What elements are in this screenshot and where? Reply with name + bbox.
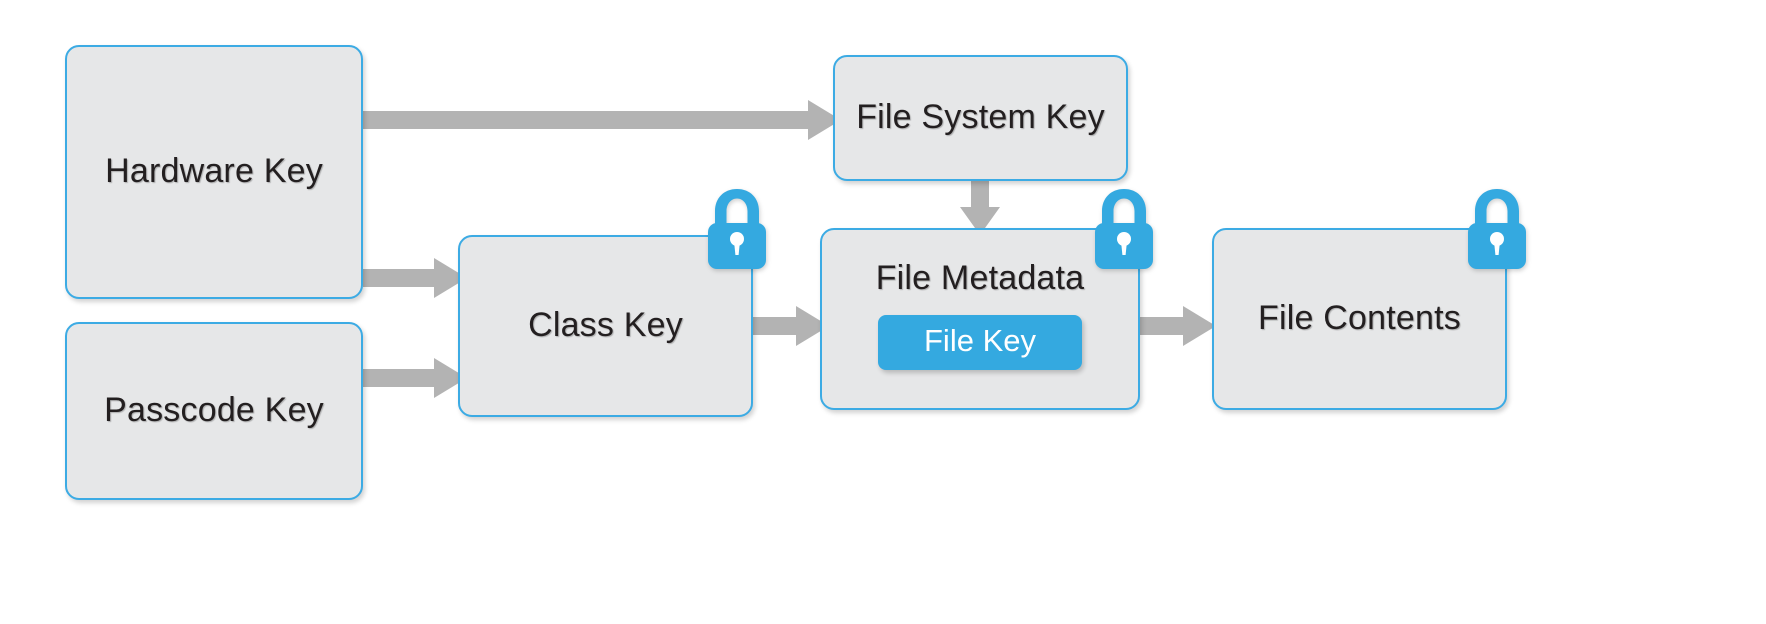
file-key-badge[interactable]: File Key xyxy=(878,315,1082,371)
node-hardware-key-label: Hardware Key xyxy=(105,152,323,191)
arrow-class-key-to-file-metadata xyxy=(753,306,829,346)
node-passcode-key[interactable]: Passcode Key xyxy=(65,322,363,500)
node-file-system-key[interactable]: File System Key xyxy=(833,55,1128,181)
node-file-contents[interactable]: File Contents xyxy=(1212,228,1507,410)
node-file-contents-label: File Contents xyxy=(1258,299,1461,338)
node-passcode-key-label: Passcode Key xyxy=(104,391,324,430)
lock-icon xyxy=(706,187,768,271)
node-class-key[interactable]: Class Key xyxy=(458,235,753,417)
node-class-key-label: Class Key xyxy=(528,306,683,345)
arrow-file-system-key-to-file-metadata xyxy=(960,181,1000,235)
lock-icon xyxy=(1093,187,1155,271)
lock-icon xyxy=(1466,187,1528,271)
node-file-metadata-label: File Metadata xyxy=(875,259,1085,297)
arrow-passcode-key-to-class-key xyxy=(363,358,467,398)
arrow-file-metadata-to-file-contents xyxy=(1140,306,1216,346)
arrow-hardware-key-to-file-system-key xyxy=(363,100,841,140)
arrow-hardware-key-to-class-key xyxy=(363,258,467,298)
node-file-system-key-label: File System Key xyxy=(856,98,1105,137)
node-hardware-key[interactable]: Hardware Key xyxy=(65,45,363,299)
node-file-metadata[interactable]: File Metadata File Key xyxy=(820,228,1140,410)
